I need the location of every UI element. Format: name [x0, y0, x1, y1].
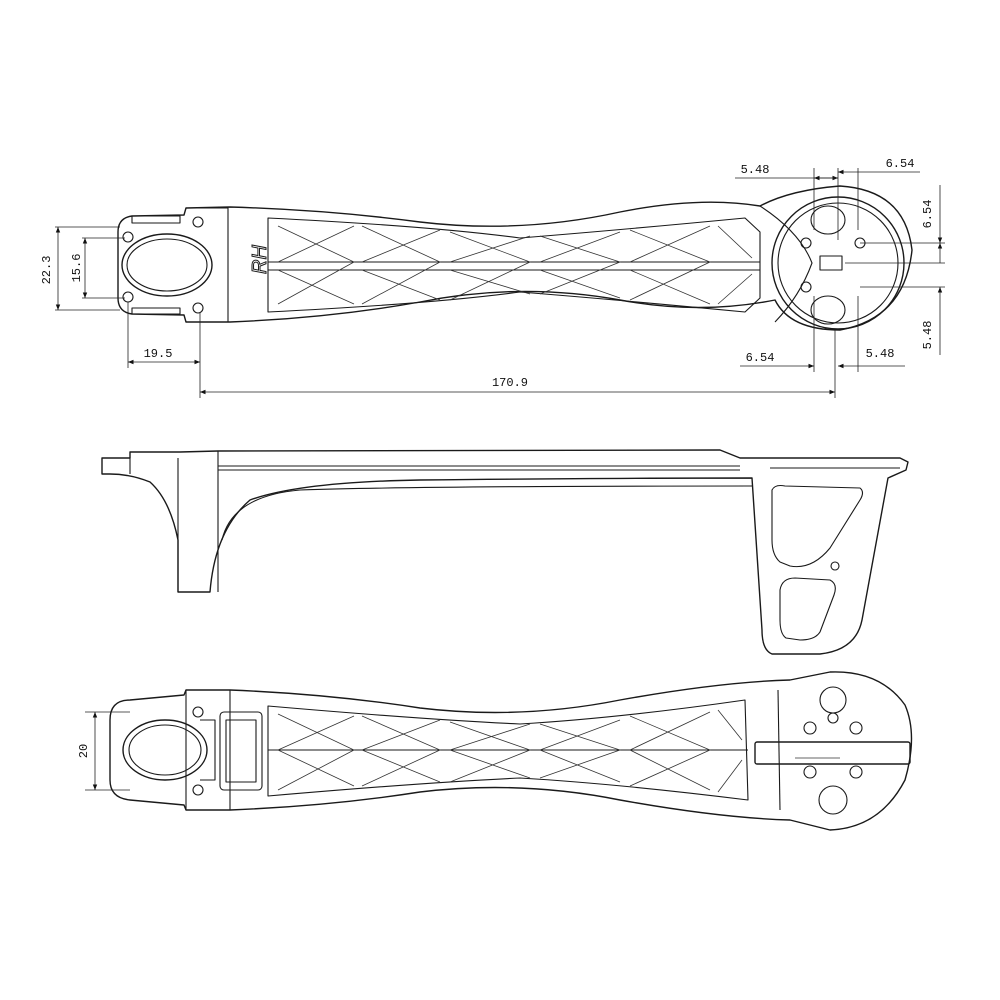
top-view: RH 22.3 15.6 19.5 170.9 [40, 157, 945, 398]
dimension-19-5: 19.5 [127, 302, 201, 398]
svg-text:5.48: 5.48 [921, 321, 935, 350]
mount-oval-hole-bottom [122, 719, 208, 781]
strut-opening [779, 577, 836, 641]
dimension-bottom: 6.54 5.48 [740, 296, 905, 372]
rh-part-marking: RH [249, 245, 271, 274]
strut-opening [771, 484, 864, 568]
mount-oval-hole [121, 233, 213, 297]
hinge-block [219, 711, 263, 791]
side-view [101, 449, 909, 655]
arm-outline-bottom [109, 671, 913, 831]
svg-text:19.5: 19.5 [144, 347, 173, 361]
svg-text:20: 20 [77, 744, 91, 758]
dimension-right: 6.54 5.48 [845, 185, 945, 355]
svg-text:5.48: 5.48 [741, 163, 770, 177]
motor-hole [810, 295, 846, 325]
screw-hole [192, 216, 204, 228]
lattice-truss-top [277, 225, 753, 305]
svg-text:6.54: 6.54 [746, 351, 775, 365]
lattice-truss-bottom [277, 709, 743, 793]
svg-text:5.48: 5.48 [866, 347, 895, 361]
svg-text:22.3: 22.3 [40, 256, 54, 285]
svg-text:6.54: 6.54 [886, 157, 915, 171]
motor-hole [810, 205, 846, 235]
dimension-22-3: 22.3 [40, 226, 120, 311]
dimension-170-9: 170.9 [200, 330, 836, 398]
dimension-15-6: 15.6 [70, 237, 125, 299]
bottom-view: 20 [77, 671, 913, 831]
screw-hole [122, 231, 134, 243]
mount-block [186, 207, 229, 323]
screw-hole [192, 302, 204, 314]
svg-text:15.6: 15.6 [70, 254, 84, 283]
motor-bracket [754, 741, 911, 765]
svg-text:170.9: 170.9 [492, 376, 528, 390]
dimension-20: 20 [77, 711, 130, 791]
dimension-top: 5.48 6.54 [735, 157, 920, 240]
svg-text:6.54: 6.54 [921, 200, 935, 229]
motor-plate-hole [818, 785, 848, 815]
arm-outline-top [117, 185, 913, 331]
arm-side-profile [101, 449, 909, 655]
motor-plate-hole [819, 686, 847, 714]
screw-hole [122, 291, 134, 303]
